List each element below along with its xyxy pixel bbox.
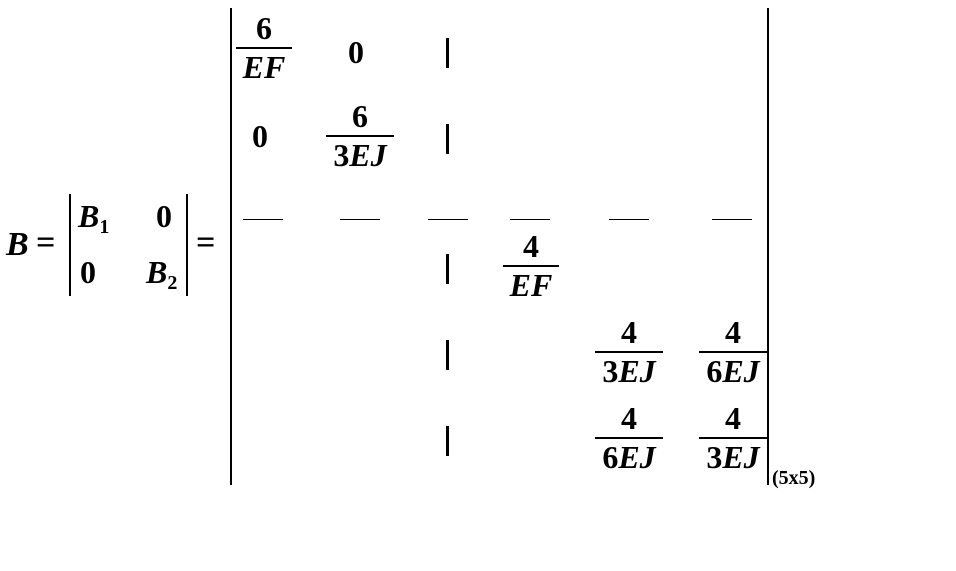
big-matrix-left-bar (230, 8, 232, 485)
entry-m55-numerator: 4 (725, 400, 741, 436)
entry-m11-denominator: EF (242, 49, 286, 85)
fraction-bar (326, 135, 394, 137)
entry-m44-denominator: 3EJ (595, 355, 663, 387)
entry-m44-den-var: EJ (618, 353, 656, 389)
entry-m55-den-var: EJ (722, 439, 760, 475)
matrix-size-label: (5x5) (772, 467, 816, 489)
fraction-bar (699, 437, 767, 439)
lhs-equals: = (36, 224, 56, 261)
entry-m45: 4 6EJ (699, 316, 767, 387)
entry-m22-den-coef: 3 (333, 137, 350, 173)
entry-m11: 6 EF (236, 12, 292, 83)
rhs-equals: = (196, 224, 216, 261)
entry-m21: 0 (252, 118, 268, 154)
entry-m54-numerator: 4 (621, 400, 637, 436)
entry-m55-den-coef: 3 (706, 439, 723, 475)
block-r1c1: B1 (78, 198, 109, 237)
row-separator-dash (428, 219, 468, 220)
fraction-bar (699, 351, 767, 353)
entry-m22-den-var: EJ (349, 137, 387, 173)
entry-m45-den-var: EJ (722, 353, 760, 389)
entry-m55: 4 3EJ (699, 402, 767, 473)
entry-m45-numerator: 4 (725, 314, 741, 350)
block-r2c2-sub: 2 (167, 272, 178, 294)
column-separator-tick (446, 38, 449, 68)
block-r1c1-sub: 1 (99, 216, 110, 238)
entry-m54: 4 6EJ (595, 402, 663, 473)
entry-m55-denominator: 3EJ (699, 441, 767, 473)
block-matrix-left-bar (69, 194, 71, 296)
column-separator-tick (446, 426, 449, 456)
entry-m45-denominator: 6EJ (699, 355, 767, 387)
block-r1c2: 0 (156, 198, 172, 234)
row-separator-dash (712, 219, 752, 220)
row-separator-dash (510, 219, 550, 220)
entry-m45-den-coef: 6 (706, 353, 723, 389)
fraction-bar (595, 437, 663, 439)
entry-m22-numerator: 6 (352, 98, 368, 134)
lhs-symbol: B (6, 226, 29, 263)
fraction-bar (595, 351, 663, 353)
row-separator-dash (340, 219, 380, 220)
row-separator-dash (609, 219, 649, 220)
block-r2c2: B2 (146, 254, 177, 293)
entry-m22: 6 3EJ (326, 100, 394, 171)
entry-m33: 4 EF (503, 230, 559, 301)
fraction-bar (503, 265, 559, 267)
entry-m44-numerator: 4 (621, 314, 637, 350)
row-separator-dash (243, 219, 283, 220)
entry-m44-den-coef: 3 (602, 353, 619, 389)
entry-m22-denominator: 3EJ (326, 139, 394, 171)
entry-m33-denominator: EF (509, 267, 553, 303)
block-r1c1-base: B (78, 198, 100, 234)
entry-m54-den-coef: 6 (602, 439, 619, 475)
column-separator-tick (446, 254, 449, 284)
big-matrix-right-bar (767, 8, 769, 485)
entry-m11-numerator: 6 (256, 10, 272, 46)
entry-m54-den-var: EJ (618, 439, 656, 475)
fraction-bar (236, 47, 292, 49)
block-r2c2-base: B (146, 254, 168, 290)
entry-m44: 4 3EJ (595, 316, 663, 387)
block-matrix-right-bar (186, 194, 188, 296)
block-r2c1: 0 (80, 254, 96, 290)
entry-m33-numerator: 4 (523, 228, 539, 264)
column-separator-tick (446, 124, 449, 154)
entry-m12: 0 (348, 34, 364, 70)
entry-m54-denominator: 6EJ (595, 441, 663, 473)
column-separator-tick (446, 340, 449, 370)
